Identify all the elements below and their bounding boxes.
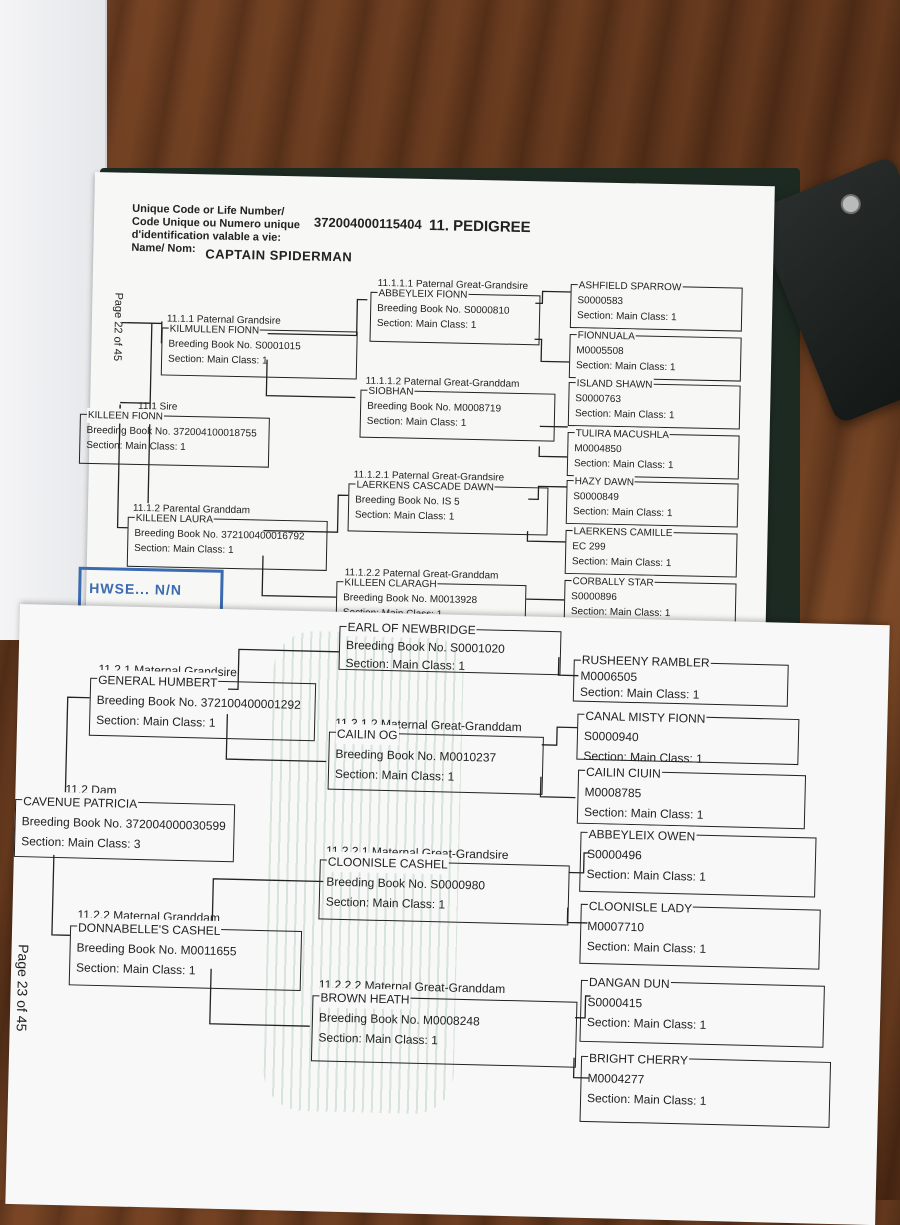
gg-box-1: ABBEYLEIX FIONN Breeding Book No. S00008… bbox=[369, 285, 541, 346]
maternal-granddam-section: Section: Main Class: 1 bbox=[75, 960, 196, 978]
mggg-box-1: RUSHEENY RAMBLER M0006505 Section: Main … bbox=[572, 651, 789, 707]
maternal-granddam-box: DONNABELLE'S CASHEL Breeding Book No. M0… bbox=[68, 917, 303, 991]
gg-section-1: Section: Main Class: 1 bbox=[376, 317, 477, 332]
sire-box: KILLEEN FIONN Breeding Book No. 37200410… bbox=[78, 407, 270, 468]
paternal-granddam-box: KILLEEN LAURA Breeding Book No. 37210040… bbox=[126, 510, 328, 571]
gg-box-3: LAERKENS CASCADE DAWN Breeding Book No. … bbox=[347, 477, 549, 536]
ggg-box-5: HAZY DAWN S0000849 Section: Main Class: … bbox=[565, 474, 739, 528]
paternal-granddam-name: KILLEEN LAURA bbox=[134, 510, 215, 528]
pedigree-connector-lines bbox=[116, 290, 571, 601]
mgg-box-2: CAILIN OG Breeding Book No. M0010237 Sec… bbox=[327, 723, 544, 795]
mgg-section-2: Section: Main Class: 1 bbox=[334, 766, 455, 784]
sire-name: KILLEEN FIONN bbox=[86, 407, 165, 425]
ggg-name-2: FIONNUALA bbox=[576, 328, 637, 345]
mgg-name-4: BROWN HEATH bbox=[319, 987, 411, 1010]
ggg-section-6: Section: Main Class: 1 bbox=[571, 556, 672, 570]
mggg-box-7: BRIGHT CHERRY M0004277 Section: Main Cla… bbox=[579, 1048, 832, 1128]
ggg-section-4: Section: Main Class: 1 bbox=[573, 458, 674, 472]
gg-name-2: SIOBHAN bbox=[367, 383, 415, 400]
mggg-name-7: BRIGHT CHERRY bbox=[587, 1048, 690, 1071]
dam-name: CAVENUE PATRICIA bbox=[21, 791, 139, 814]
ggg-name-5: HAZY DAWN bbox=[573, 474, 636, 491]
ggg-box-6: LAERKENS CAMILLE EC 299 Section: Main Cl… bbox=[564, 524, 738, 578]
mggg-name-6: DANGAN DUN bbox=[587, 971, 671, 995]
mgg-name-2: CAILIN OG bbox=[335, 723, 399, 746]
mgg-box-4: BROWN HEATH Breeding Book No. M0008248 S… bbox=[310, 987, 578, 1068]
wallet-snap-button bbox=[837, 191, 864, 218]
mggg-name-4: ABBEYLEIX OWEN bbox=[587, 823, 697, 847]
paternal-grandsire-box: KILMULLEN FIONN Breeding Book No. S00010… bbox=[160, 321, 358, 380]
pedigree-page-23: Page 23 of 45 11.2.1 Maternal Grandsire … bbox=[5, 604, 890, 1225]
pedigree-page-22: Unique Code or Life Number/ Code Unique … bbox=[77, 172, 775, 657]
ggg-box-3: ISLAND SHAWN S0000763 Section: Main Clas… bbox=[567, 376, 741, 430]
mggg-box-4: ABBEYLEIX OWEN S0000496 Section: Main Cl… bbox=[579, 823, 817, 898]
mggg-box-3: CAILIN CIUIN M0008785 Section: Main Clas… bbox=[576, 761, 807, 830]
gg-box-2: SIOBHAN Breeding Book No. M0008719 Secti… bbox=[359, 383, 556, 442]
ggg-name-3: ISLAND SHAWN bbox=[575, 376, 654, 393]
ggg-box-2: FIONNUALA M0005508 Section: Main Class: … bbox=[568, 328, 742, 382]
mggg-section-6: Section: Main Class: 1 bbox=[586, 1014, 707, 1032]
ggg-section-5: Section: Main Class: 1 bbox=[572, 506, 673, 520]
mggg-name-3: CAILIN CIUIN bbox=[584, 761, 662, 784]
ggg-section-3: Section: Main Class: 1 bbox=[574, 408, 675, 422]
ggg-section-2: Section: Main Class: 1 bbox=[575, 360, 676, 374]
mggg-section-4: Section: Main Class: 1 bbox=[586, 866, 707, 884]
mggg-section-5: Section: Main Class: 1 bbox=[586, 938, 707, 956]
gg-section-3: Section: Main Class: 1 bbox=[354, 509, 455, 523]
mggg-box-6: DANGAN DUN S0000415 Section: Main Class:… bbox=[579, 971, 825, 1048]
ggg-name-7: CORBALLY STAR bbox=[571, 574, 655, 591]
ggg-box-1: ASHFIELD SPARROW S0000583 Section: Main … bbox=[569, 278, 743, 332]
mggg-name-5: CLOONISLE LADY bbox=[587, 895, 694, 919]
mggg-box-2: CANAL MISTY FIONN S0000940 Section: Main… bbox=[576, 705, 800, 766]
dam-box: CAVENUE PATRICIA Breeding Book No. 37200… bbox=[13, 791, 236, 863]
ggg-box-4: TULIRA MACUSHLA M0004850 Section: Main C… bbox=[566, 426, 740, 480]
maternal-grandsire-box: GENERAL HUMBERT Breeding Book No. 372100… bbox=[88, 669, 317, 742]
gg-section-2: Section: Main Class: 1 bbox=[366, 415, 467, 429]
mgg-box-1: EARL OF NEWBRIDGE Breeding Book No. S000… bbox=[338, 617, 562, 676]
mggg-box-5: CLOONISLE LADY M0007710 Section: Main Cl… bbox=[579, 895, 821, 970]
paternal-grandsire-section: Section: Main Class: 1 bbox=[167, 353, 268, 367]
ggg-section-1: Section: Main Class: 1 bbox=[576, 310, 677, 324]
mgg-box-3: CLOONISLE CASHEL Breeding Book No. S0000… bbox=[318, 851, 570, 926]
maternal-connector-lines bbox=[51, 648, 591, 1079]
mggg-section-3: Section: Main Class: 1 bbox=[583, 804, 704, 822]
